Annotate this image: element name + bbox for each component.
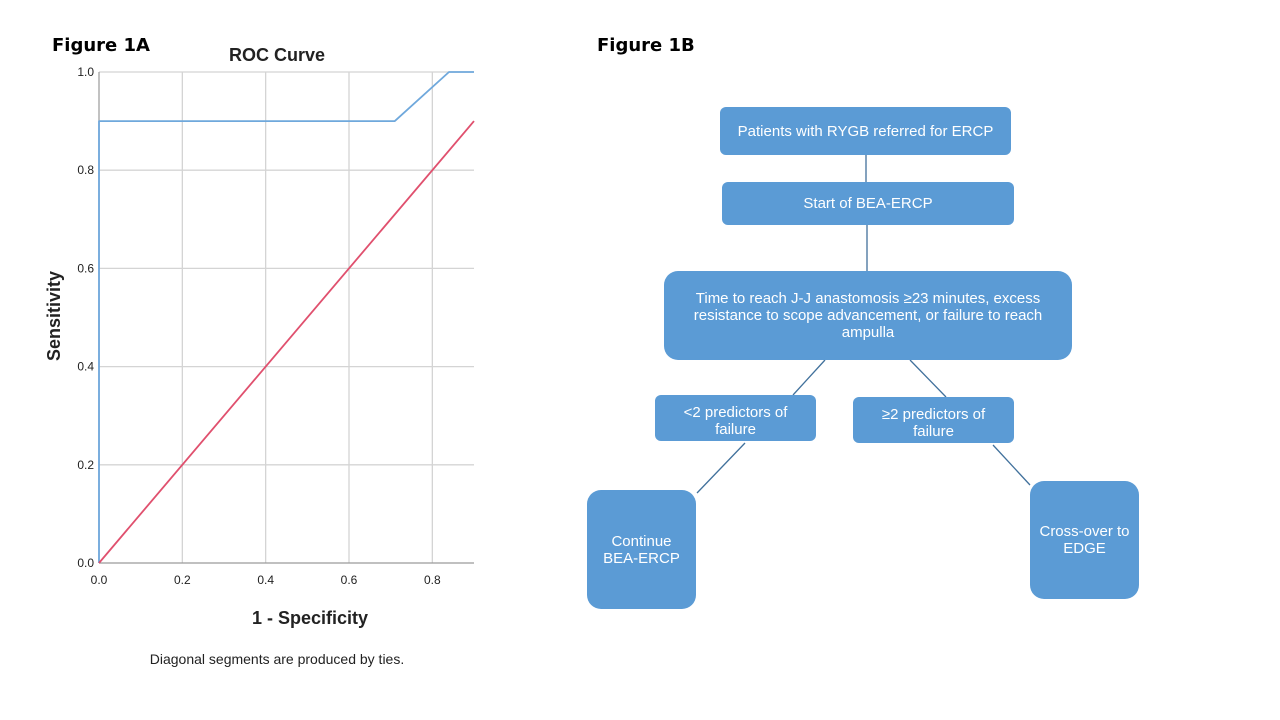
roc-chart: ROC Curve 0.0 0.2 0.4 0.6 0.8 0.0 0.2 0.4 0.6 0.8… [44, 45, 475, 667]
y-tick-label: 0.6 [77, 261, 94, 275]
y-tick-label: 0.0 [77, 556, 94, 570]
flow-node-bea-start: Start of BEA-ERCP [722, 182, 1014, 225]
reference-diagonal-line [98, 120, 475, 564]
connector-criteria-lt2 [792, 359, 826, 396]
x-tick-label: 0.8 [424, 573, 441, 587]
figure-1a-label: Figure 1A [52, 35, 150, 56]
x-tick-label: 0.4 [257, 573, 274, 587]
y-tick-label: 0.2 [77, 458, 94, 472]
chart-footnote: Diagonal segments are produced by ties. [150, 651, 404, 667]
chart-title: ROC Curve [229, 45, 325, 65]
x-tick-label: 0.2 [174, 573, 191, 587]
figure-1b-label: Figure 1B [597, 35, 695, 56]
grid-lines [99, 71, 474, 563]
flow-node-crossover: Cross-over to EDGE [1030, 481, 1139, 599]
connector-ge2-crossover [992, 444, 1031, 486]
flow-node-continue: Continue BEA-ERCP [587, 490, 696, 609]
flow-node-start: Patients with RYGB referred for ERCP [720, 107, 1011, 155]
connector-criteria-ge2 [909, 359, 947, 398]
series-lines [98, 71, 475, 564]
y-tick-label: 1.0 [77, 65, 94, 79]
y-axis-label: Sensitivity [44, 271, 64, 361]
tick-labels: 0.0 0.2 0.4 0.6 0.8 0.0 0.2 0.4 0.6 0.8 1.0 [77, 65, 441, 587]
x-tick-label: 0.6 [341, 573, 358, 587]
flow-node-ge2: ≥2 predictors of failure [853, 397, 1014, 443]
y-tick-label: 0.4 [77, 360, 94, 374]
flow-node-lt2: <2 predictors of failure [655, 395, 816, 441]
connector-lt2-continue [696, 442, 746, 494]
roc-curve-line [98, 71, 474, 563]
x-axis-label: 1 - Specificity [252, 608, 368, 628]
y-tick-label: 0.8 [77, 163, 94, 177]
x-tick-label: 0.0 [91, 573, 108, 587]
flow-node-criteria: Time to reach J-J anastomosis ≥23 minute… [664, 271, 1072, 360]
